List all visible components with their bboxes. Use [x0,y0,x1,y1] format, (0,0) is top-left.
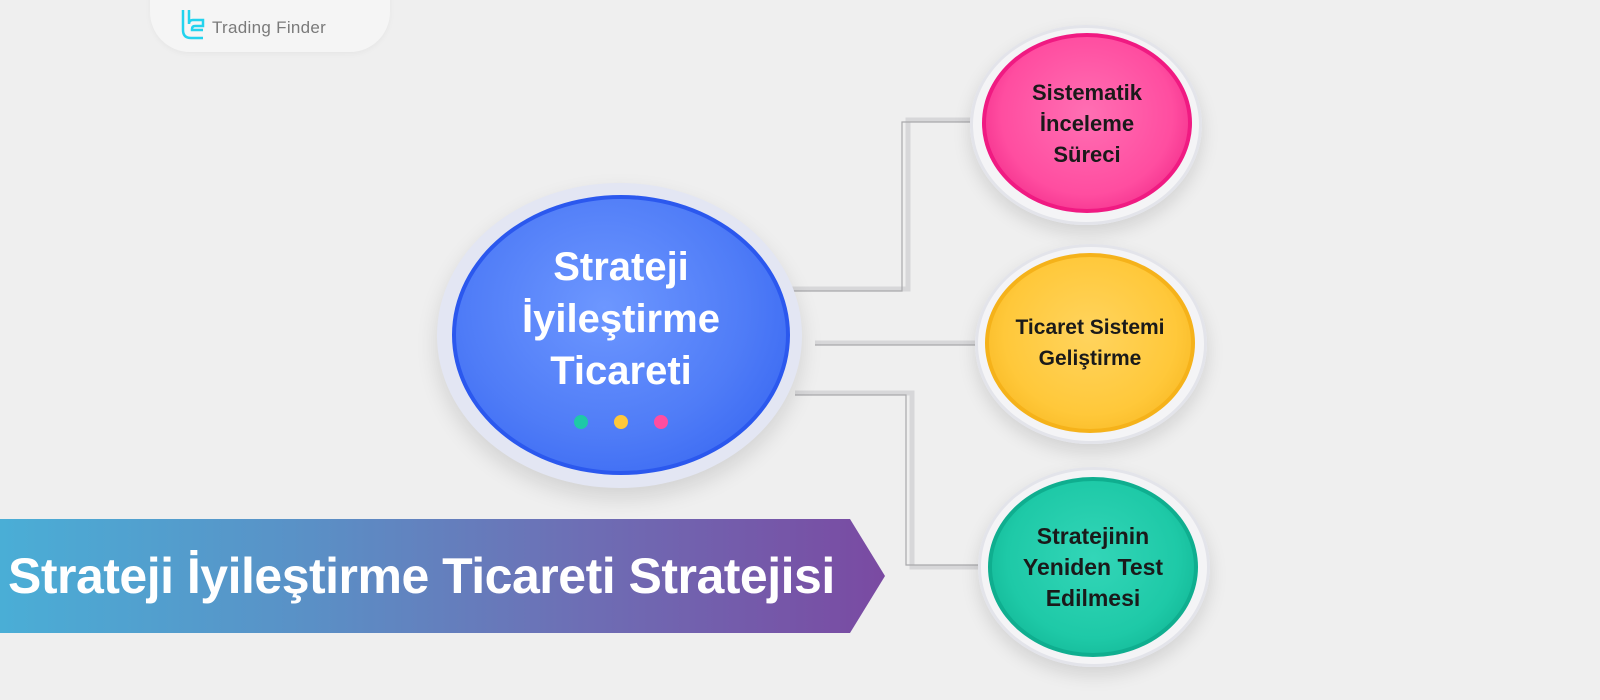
title-banner: Strateji İyileştirme Ticareti Stratejisi [0,519,885,633]
brand-logo: Trading Finder [150,0,390,52]
node-2-line-2: Geliştirme [1038,347,1142,370]
node-3-line-2: Yeniden Test [1022,553,1164,580]
node-trading-system-development: Ticaret Sistemi Geliştirme [985,253,1195,433]
banner-title: Strateji İyileştirme Ticareti Stratejisi [8,548,835,604]
teal-dot-icon [574,415,588,429]
node-1-line-2: İnceleme [1039,110,1135,136]
node-3-line-3: Edilmesi [1045,584,1141,611]
node-1-line-1: Sistematik [1031,79,1143,105]
trading-finder-logo-icon [181,10,205,40]
node-1-line-3: Süreci [1053,141,1121,167]
center-node-line-3: Ticareti [550,349,692,393]
pink-dot-icon [654,415,668,429]
center-node-line-1: Strateji [553,245,689,289]
brand-name: Trading Finder [212,18,327,37]
node-3-line-1: Stratejinin [1036,522,1150,549]
node-systematic-review: Sistematik İnceleme Süreci [982,33,1192,213]
center-node-line-2: İyileştirme [522,297,720,341]
yellow-dot-icon [614,415,628,429]
node-strategy-retesting: Stratejinin Yeniden Test Edilmesi [988,477,1198,657]
node-2-line-1: Ticaret Sistemi [1015,316,1165,339]
center-node: Strateji İyileştirme Ticareti [452,195,790,475]
decorative-dots [574,415,668,429]
